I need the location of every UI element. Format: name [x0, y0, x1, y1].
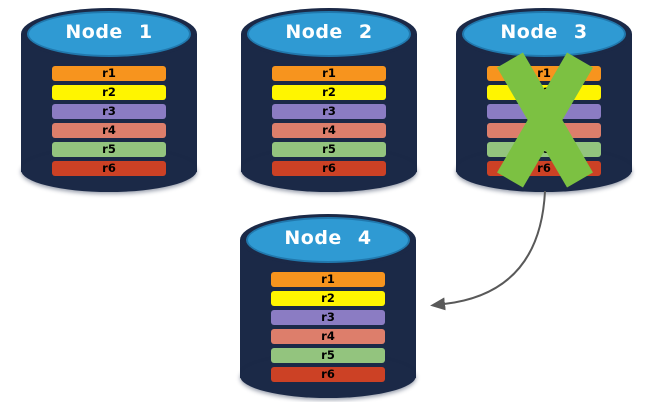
row-r5: r5: [272, 142, 386, 157]
row-r4: r4: [52, 123, 166, 138]
node-3-cylinder: Node 3 r1 r2 r3 r4 r5 r6: [456, 8, 632, 192]
row-r6: r6: [272, 161, 386, 176]
cylinder-top-cap: [246, 217, 410, 263]
row-r3: r3: [271, 310, 385, 325]
failure-x-icon: [497, 52, 593, 188]
row-r5: r5: [271, 348, 385, 363]
cylinder-top-cap: [462, 11, 626, 57]
row-r2: r2: [271, 291, 385, 306]
row-r3: r3: [52, 104, 166, 119]
node-title: Node 2: [285, 21, 373, 43]
node-1-cylinder: Node 1 r1 r2 r3 r4 r5 r6: [21, 8, 197, 192]
row-r5: r5: [52, 142, 166, 157]
row-r3: r3: [272, 104, 386, 119]
node-4-cylinder: Node 4 r1 r2 r3 r4 r5 r6: [240, 214, 416, 398]
cylinder-top-cap: [247, 11, 411, 57]
node-2-cylinder: Node 2 r1 r2 r3 r4 r5 r6: [241, 8, 417, 192]
row-r4: r4: [271, 329, 385, 344]
replica-rows: r1 r2 r3 r4 r5 r6: [272, 66, 386, 176]
replica-rows: r1 r2 r3 r4 r5 r6: [52, 66, 166, 176]
row-r1: r1: [272, 66, 386, 81]
row-r2: r2: [52, 85, 166, 100]
cylinder-top-cap: [27, 11, 191, 57]
node-title: Node 4: [284, 227, 372, 249]
row-r4: r4: [272, 123, 386, 138]
row-r6: r6: [52, 161, 166, 176]
row-r1: r1: [271, 272, 385, 287]
node-title: Node 3: [500, 21, 588, 43]
node-title: Node 1: [65, 21, 153, 43]
row-r6: r6: [271, 367, 385, 382]
replica-rows: r1 r2 r3 r4 r5 r6: [271, 272, 385, 382]
row-r1: r1: [52, 66, 166, 81]
row-r2: r2: [272, 85, 386, 100]
